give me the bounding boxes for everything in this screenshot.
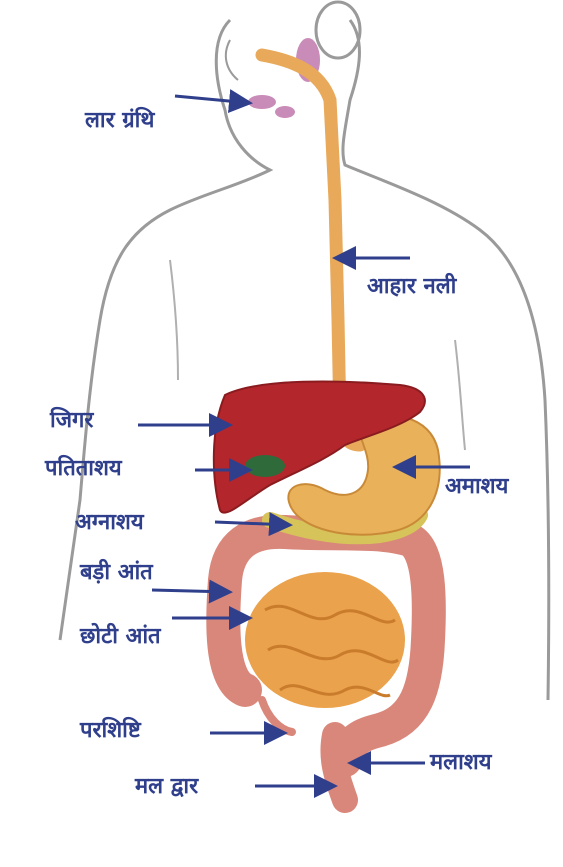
label-esophagus: आहार नली: [367, 276, 456, 298]
label-anus: मल द्वार: [135, 776, 198, 798]
label-salivary-gland: लार ग्रंथि: [85, 110, 154, 132]
label-small-intestine: छोटी आंत: [80, 626, 161, 648]
gallbladder-organ: [245, 455, 285, 477]
label-gallbladder: पतिताशय: [45, 458, 122, 480]
arrow-large-intestine: [152, 590, 230, 592]
label-rectum: मलाशय: [430, 752, 492, 774]
label-appendix: परशिष्टि: [80, 720, 141, 742]
label-large-intestine: बड़ी आंत: [80, 562, 153, 584]
arrow-salivary-gland: [175, 96, 250, 103]
label-stomach: अमाशय: [445, 476, 508, 498]
appendix-organ: [262, 700, 292, 732]
label-liver: जिगर: [50, 410, 93, 432]
small-intestine-organ: [245, 572, 405, 708]
label-pancreas: अग्नाशय: [75, 512, 144, 534]
rectum-organ: [333, 735, 345, 800]
